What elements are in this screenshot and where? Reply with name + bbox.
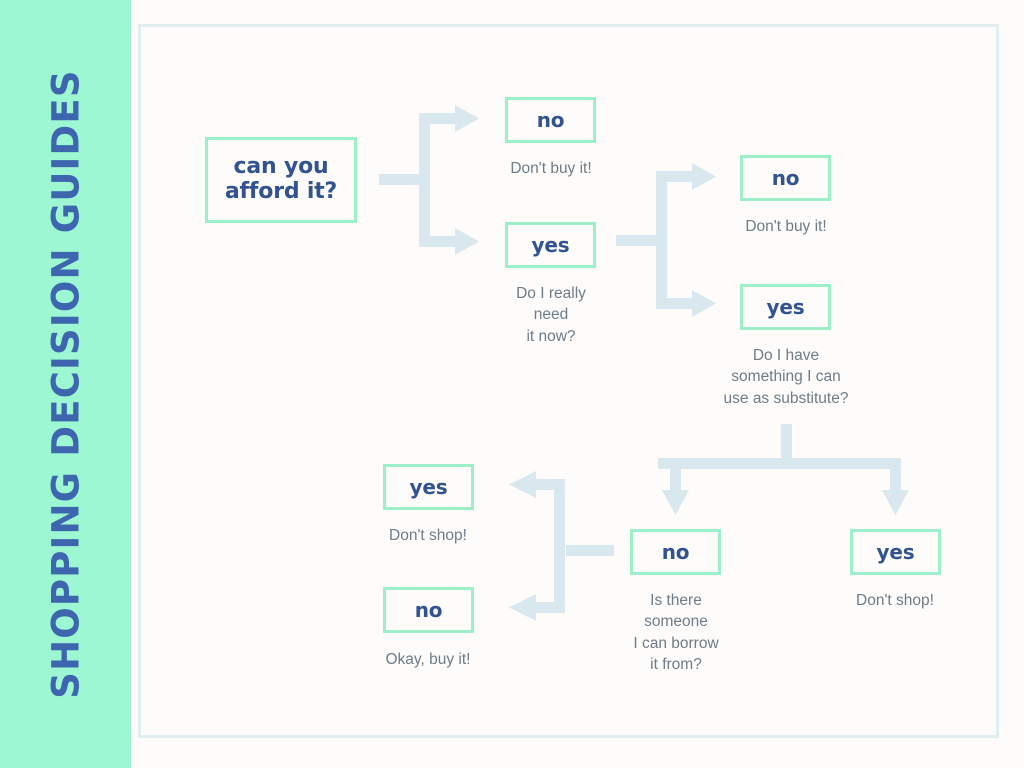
node-root-line2: afford it? xyxy=(224,179,338,204)
node-b2-yes[interactable]: yes xyxy=(740,284,831,330)
node-b3-yes-label: yes xyxy=(876,539,915,564)
node-b3-no[interactable]: no xyxy=(630,529,721,575)
node-b4-no[interactable]: no xyxy=(383,587,474,633)
caption-b1-no: Don't buy it! xyxy=(510,160,592,177)
content-frame xyxy=(138,24,999,738)
sidebar: SHOPPING DECISION GUIDES xyxy=(0,0,131,768)
node-b1-no-label: no xyxy=(536,107,565,132)
caption-b4-yes: Don't shop! xyxy=(389,527,467,544)
node-b3-no-label: no xyxy=(661,539,690,564)
node-root-line1: can you xyxy=(233,154,329,180)
caption-b2-yes: Do I have something I can use as substit… xyxy=(723,347,849,407)
node-root-question[interactable]: can you afford it? xyxy=(205,137,357,223)
node-b2-no-label: no xyxy=(771,165,800,190)
caption-b3-yes: Don't shop! xyxy=(856,592,934,609)
node-b2-yes-label: yes xyxy=(766,294,805,319)
node-b2-no[interactable]: no xyxy=(740,155,831,201)
node-b3-yes[interactable]: yes xyxy=(850,529,941,575)
node-root-label: can you afford it? xyxy=(225,155,337,204)
caption-b2-no: Don't buy it! xyxy=(745,218,827,235)
node-b1-no[interactable]: no xyxy=(505,97,596,143)
node-b4-yes[interactable]: yes xyxy=(383,464,474,510)
caption-b4-no: Okay, buy it! xyxy=(385,651,471,668)
node-b4-no-label: no xyxy=(414,597,443,622)
node-b4-yes-label: yes xyxy=(409,474,448,499)
sidebar-title: SHOPPING DECISION GUIDES xyxy=(44,69,87,699)
node-b1-yes-label: yes xyxy=(531,232,570,257)
node-b1-yes[interactable]: yes xyxy=(505,222,596,268)
caption-b3-no: Is there someone I can borrow it from? xyxy=(633,592,719,674)
caption-b1-yes: Do I really need it now? xyxy=(516,285,586,345)
